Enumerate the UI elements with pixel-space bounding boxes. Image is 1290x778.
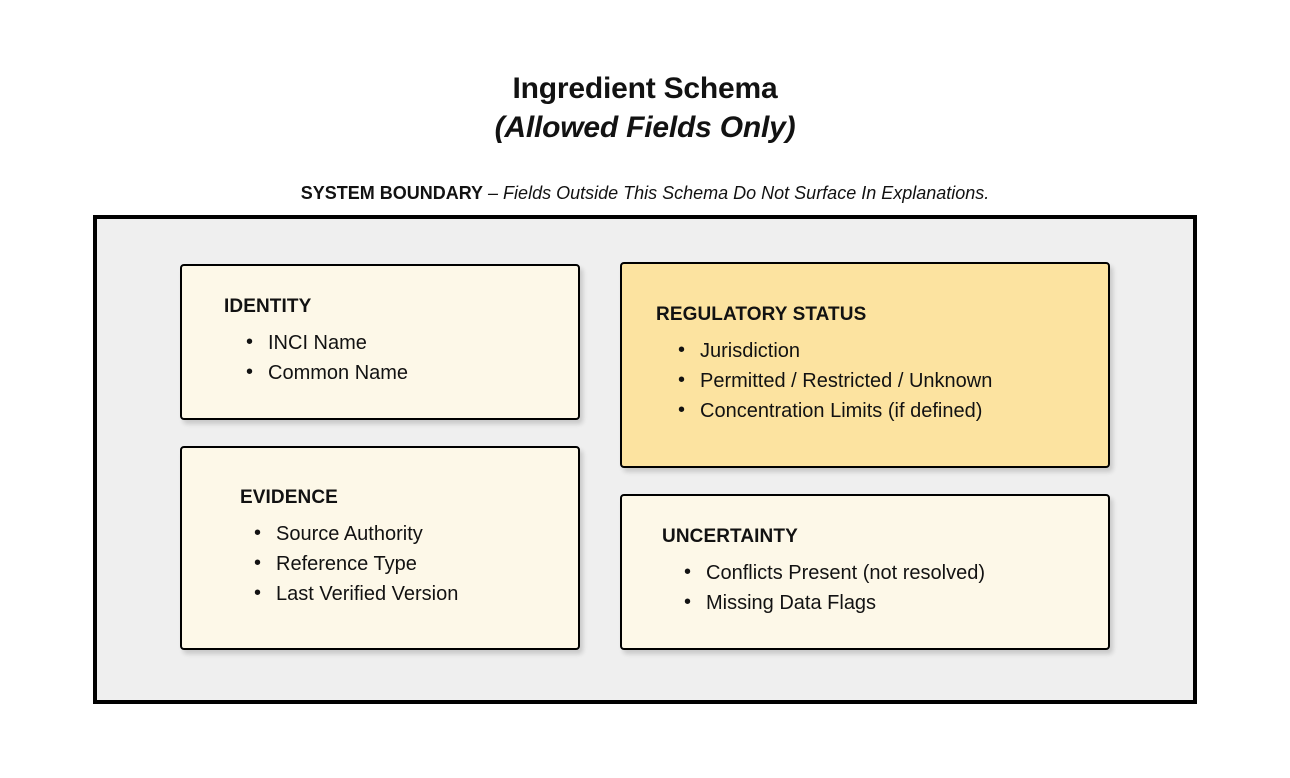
card-title-identity: IDENTITY	[224, 295, 312, 317]
card-title-evidence: EVIDENCE	[240, 486, 338, 508]
card-field-list-identity: INCI Name Common Name	[182, 327, 578, 388]
card-field-list-evidence: Source Authority Reference Type Last Ver…	[182, 518, 578, 609]
list-item: Source Authority	[254, 518, 578, 549]
schema-card-uncertainty: UNCERTAINTY Conflicts Present (not resol…	[620, 494, 1110, 650]
list-item: Conflicts Present (not resolved)	[684, 557, 1108, 588]
list-item: Concentration Limits (if defined)	[678, 395, 1108, 426]
list-item: Jurisdiction	[678, 335, 1108, 366]
card-field-list-regulatory-status: Jurisdiction Permitted / Restricted / Un…	[622, 335, 1108, 426]
system-boundary-caption: SYSTEM BOUNDARY – Fields Outside This Sc…	[0, 184, 1290, 202]
list-item: Last Verified Version	[254, 578, 578, 609]
schema-card-evidence: EVIDENCE Source Authority Reference Type…	[180, 446, 580, 650]
card-title-regulatory-status: REGULATORY STATUS	[656, 303, 867, 325]
page-title-line-1: Ingredient Schema	[512, 72, 778, 105]
schema-card-regulatory-status: REGULATORY STATUS Jurisdiction Permitted…	[620, 262, 1110, 468]
card-title-uncertainty: UNCERTAINTY	[662, 525, 798, 547]
system-boundary-description: – Fields Outside This Schema Do Not Surf…	[483, 183, 990, 203]
list-item: Permitted / Restricted / Unknown	[678, 365, 1108, 396]
system-boundary-container: IDENTITY INCI Name Common Name REGULATOR…	[93, 215, 1197, 704]
page-title-line-2: (Allowed Fields Only)	[494, 111, 796, 144]
system-boundary-label: SYSTEM BOUNDARY	[300, 183, 484, 203]
schema-card-identity: IDENTITY INCI Name Common Name	[180, 264, 580, 420]
list-item: INCI Name	[246, 327, 578, 358]
list-item: Missing Data Flags	[684, 587, 1108, 618]
diagram-header: Ingredient Schema (Allowed Fields Only) …	[0, 0, 1290, 203]
card-field-list-uncertainty: Conflicts Present (not resolved) Missing…	[622, 557, 1108, 618]
list-item: Reference Type	[254, 548, 578, 579]
list-item: Common Name	[246, 357, 578, 388]
